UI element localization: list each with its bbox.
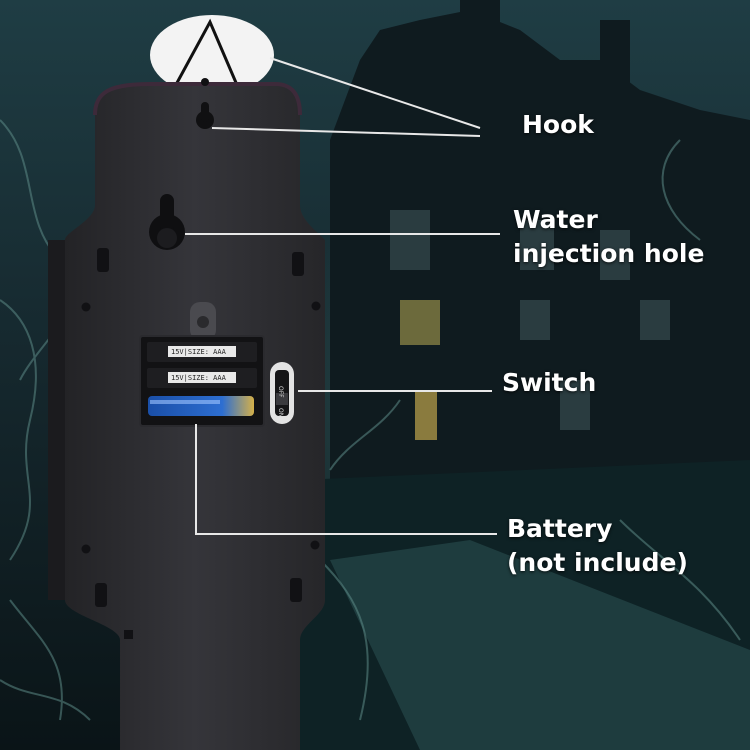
aaa-battery (148, 396, 254, 416)
water-label-line2: injection hole (513, 239, 705, 268)
switch-label-text: Switch (502, 368, 597, 397)
device-rim (93, 82, 302, 116)
hook-label-text: Hook (522, 110, 594, 139)
switch-off-label: OFF (277, 386, 284, 398)
hook-label: Hook (522, 108, 594, 142)
switch-label: Switch (502, 366, 596, 400)
battery-slot-marking-1: 15V|SIZE: AAA (171, 348, 227, 356)
battery-compartment: 15V|SIZE: AAA 15V|SIZE: AAA (139, 335, 265, 427)
water-label-line1: Water (513, 205, 598, 234)
switch-on-label: ON (277, 408, 284, 417)
water-injection-label: Water injection hole (513, 203, 704, 271)
battery-clip (190, 302, 216, 340)
hook-hole (196, 78, 214, 129)
battery-label-line1: Battery (507, 514, 613, 543)
mounting-slots (81, 248, 321, 639)
device-side-edge (48, 240, 65, 600)
battery-label-line2: (not include) (507, 548, 688, 577)
battery-label: Battery (not include) (507, 512, 688, 580)
leader-lines (185, 57, 500, 535)
water-injection-hole (149, 194, 185, 250)
path (330, 540, 750, 750)
house-windows (390, 210, 670, 440)
power-switch: OFF ON (270, 362, 294, 424)
battery-slot-marking-2: 15V|SIZE: AAA (171, 374, 227, 382)
